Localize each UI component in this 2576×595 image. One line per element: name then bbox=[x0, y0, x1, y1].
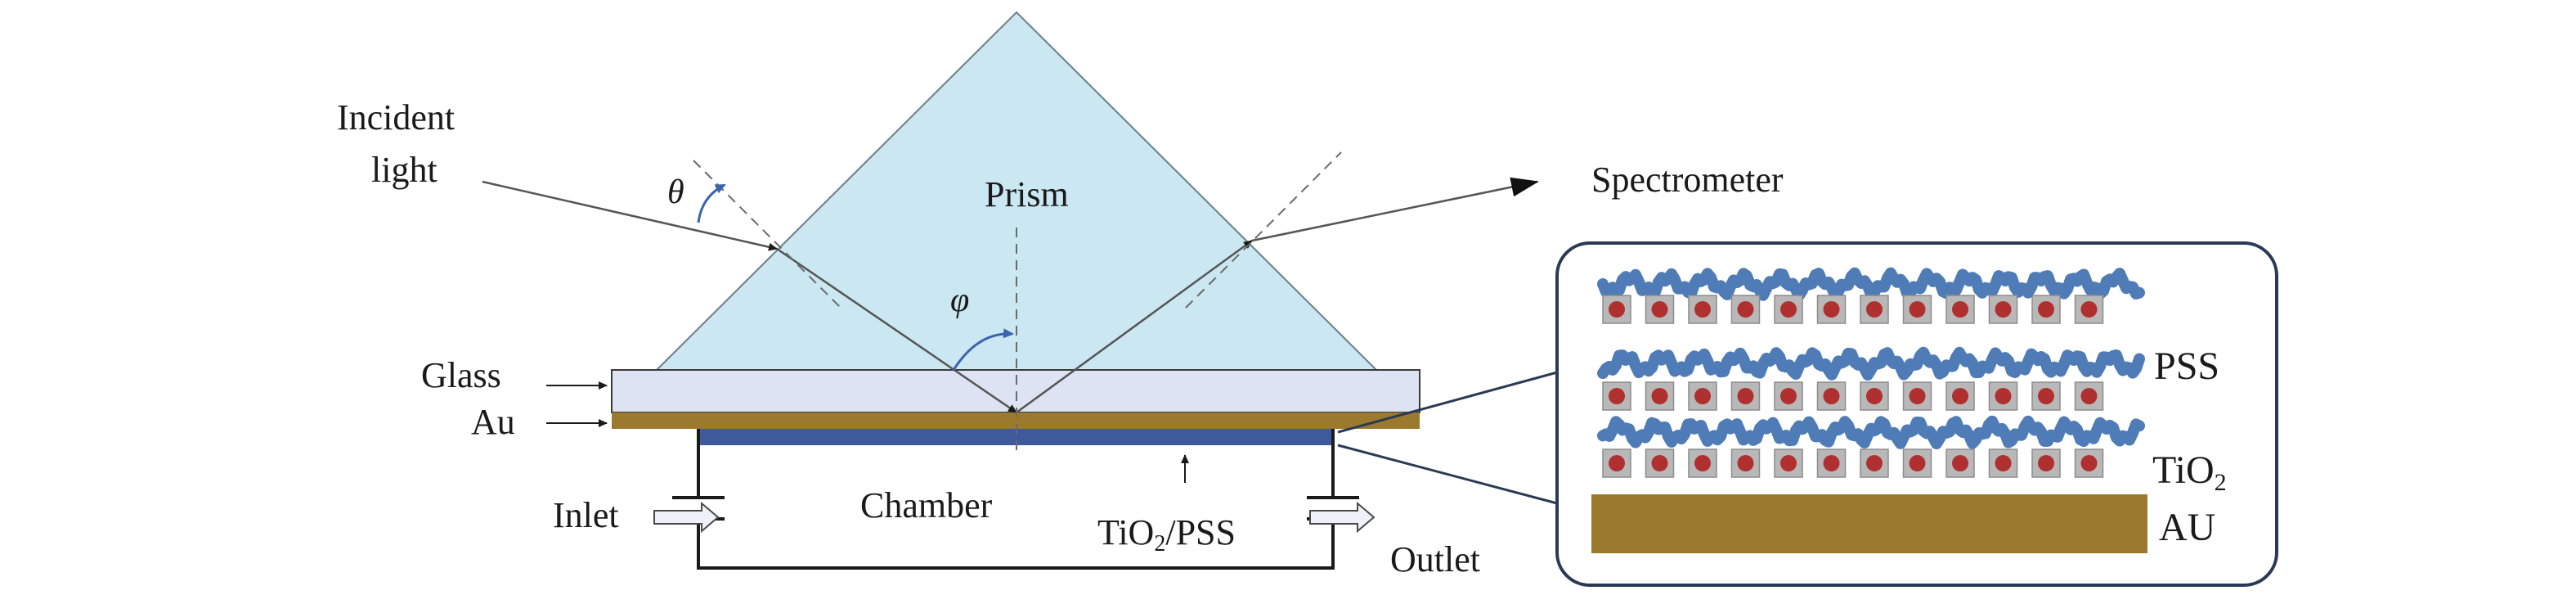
tio2-particle-core bbox=[1952, 301, 1968, 318]
tio2-particle-core bbox=[1866, 455, 1883, 471]
tio2-particle-core bbox=[1909, 301, 1926, 318]
inlet-arrow bbox=[653, 501, 720, 534]
incident-light-label-line2: light bbox=[371, 150, 438, 190]
tio2-particle-core bbox=[1609, 455, 1625, 471]
label-pointers bbox=[546, 381, 1189, 483]
spectrometer-label: Spectrometer bbox=[1591, 160, 1784, 200]
tio2-particle-core bbox=[1909, 388, 1926, 404]
tio2-particle bbox=[1816, 381, 1847, 411]
tio2-particle-core bbox=[1694, 388, 1711, 404]
incident-light-label-line1: Incident bbox=[337, 97, 455, 137]
tio2-particle-core bbox=[1823, 388, 1840, 404]
tio2-particle-core bbox=[2038, 301, 2054, 318]
outlet-label: Outlet bbox=[1390, 539, 1480, 579]
pss-label: PSS bbox=[2154, 345, 2219, 388]
tio2-particle-core bbox=[1866, 301, 1883, 318]
tio2-label: TiO2 bbox=[2152, 449, 2227, 496]
pss-chain bbox=[1597, 415, 2145, 449]
tio2-particle-core bbox=[1694, 455, 1711, 471]
layer-stack bbox=[1597, 267, 2145, 478]
tio2-particle-core bbox=[1651, 301, 1668, 318]
tio2-particle-core bbox=[1780, 301, 1797, 318]
tio2-particle-core bbox=[1909, 455, 1926, 471]
tio2-particle-core bbox=[1952, 455, 1968, 471]
prism-label: Prism bbox=[985, 174, 1069, 214]
tio2-pss-subscript: 2 bbox=[1154, 531, 1165, 557]
tio2-pss-label: TiO2/PSS bbox=[1097, 512, 1236, 557]
tio2-particle-core bbox=[1995, 301, 2012, 318]
gold-layer bbox=[612, 412, 1420, 429]
zoom-connector bbox=[1337, 371, 1558, 505]
tio2-particle-core bbox=[2080, 301, 2098, 318]
tio2-particle-core bbox=[1780, 388, 1797, 404]
tio2-particle-core bbox=[1995, 388, 2012, 404]
inlet-label: Inlet bbox=[553, 495, 619, 535]
tio2-particle-core bbox=[1780, 455, 1797, 471]
tio2-particle-core bbox=[1651, 455, 1668, 471]
tio2-particle-core bbox=[2080, 455, 2098, 471]
tio2-particle-core bbox=[2038, 388, 2054, 404]
tio2-particle-core bbox=[1609, 388, 1625, 404]
tio2-particle-core bbox=[2080, 388, 2098, 404]
tio2-subscript: 2 bbox=[2215, 469, 2227, 496]
tio2-particle bbox=[1902, 381, 1932, 411]
chamber-label: Chamber bbox=[860, 485, 993, 525]
phi-arc bbox=[952, 328, 1014, 371]
tio2-particle bbox=[1988, 295, 2018, 324]
au-substrate-layer bbox=[1591, 494, 2147, 553]
pss-chain bbox=[1597, 267, 2145, 301]
pss-chain bbox=[1597, 346, 2145, 381]
glass-label: Glass bbox=[421, 355, 501, 395]
tio2-pss-prefix: TiO bbox=[1097, 512, 1154, 552]
tio2-particle-core bbox=[1952, 388, 1968, 404]
tio2-pss-suffix: /PSS bbox=[1165, 512, 1236, 552]
tio2-particle-core bbox=[1737, 388, 1754, 404]
tio2-particle bbox=[1860, 449, 1889, 478]
tio2-particle-core bbox=[1737, 301, 1754, 318]
phi-label: φ bbox=[950, 282, 969, 319]
au-label: Au bbox=[471, 402, 515, 442]
tio2-particle-core bbox=[1737, 455, 1754, 471]
au-layer-label: AU bbox=[2159, 506, 2215, 549]
tio2-particle-core bbox=[1823, 301, 1840, 318]
outlet-arrow bbox=[1309, 501, 1376, 534]
tio2-prefix: TiO bbox=[2152, 449, 2215, 492]
tio2-particle-core bbox=[1866, 388, 1883, 404]
tio2-particle-core bbox=[1995, 455, 2012, 471]
theta-label: θ bbox=[667, 174, 684, 211]
light-path bbox=[482, 177, 1539, 414]
tio2-particle bbox=[1730, 381, 1761, 411]
tio2-particle-core bbox=[1823, 455, 1840, 471]
theta-arc bbox=[697, 183, 726, 223]
tio2-particle-core bbox=[1651, 388, 1668, 404]
tio2-pss-film bbox=[698, 429, 1333, 445]
tio2-particle-core bbox=[1694, 301, 1711, 318]
tio2-particle-core bbox=[1609, 301, 1625, 318]
tio2-particle-core bbox=[2038, 455, 2054, 471]
